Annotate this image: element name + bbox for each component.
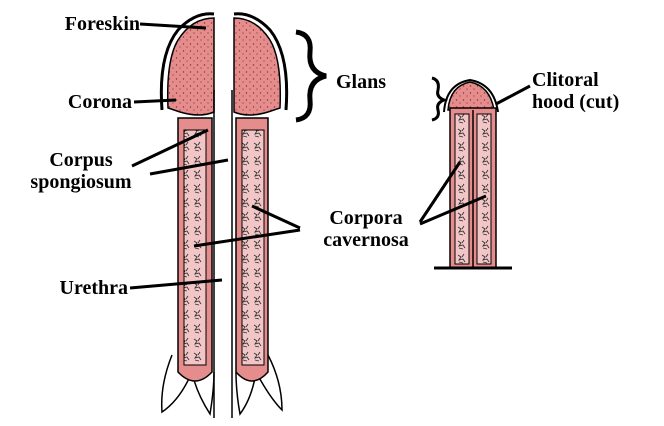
corona-leader (134, 100, 176, 102)
label-urethra: Urethra (6, 278, 128, 298)
urethra (214, 90, 232, 418)
small-brace-icon (432, 78, 444, 120)
clitoral-hood-leader (496, 86, 530, 104)
label-clitoral-line1: Clitoral (532, 70, 599, 90)
clitoris-illustration (434, 80, 512, 268)
label-corpus-line2: spongiosum (6, 172, 156, 192)
clitoral-cavernous-left (455, 114, 469, 264)
penis-illustration (161, 14, 286, 418)
label-clitoral-line2: hood (cut) (532, 92, 619, 112)
label-foreskin: Foreskin (20, 14, 140, 34)
label-corpora-line2: cavernosa (296, 230, 436, 250)
right-cavernous-tissue (242, 130, 264, 365)
clitoral-cavernous-right (477, 114, 491, 264)
label-corpora-line1: Corpora (296, 208, 436, 228)
label-glans: Glans (336, 72, 386, 92)
large-brace-icon (296, 32, 326, 120)
label-corpus-line1: Corpus (6, 150, 156, 170)
label-corona: Corona (14, 92, 132, 112)
